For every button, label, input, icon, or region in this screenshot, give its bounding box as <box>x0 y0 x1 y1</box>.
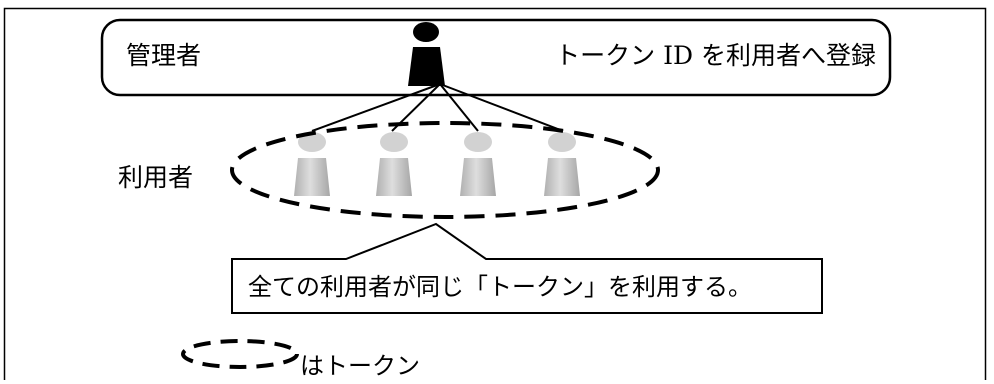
outer-frame <box>3 7 987 384</box>
token-ellipse <box>230 121 660 219</box>
user-icons <box>294 132 580 196</box>
legend-token-ellipse <box>181 339 299 369</box>
user-icon <box>376 132 412 196</box>
user-icon <box>294 132 330 196</box>
register-token-label: トークン ID を利用者へ登録 <box>555 41 876 70</box>
user-icon <box>460 132 496 196</box>
callout-text: 全ての利用者が同じ「トークン」を利用する。 <box>248 273 752 301</box>
admin-box <box>100 18 892 97</box>
connection-line <box>439 83 479 132</box>
legend-text: はトークン <box>300 352 420 380</box>
user-icon <box>544 132 580 196</box>
admin-label: 管理者 <box>126 41 202 70</box>
callout-box <box>231 222 823 314</box>
connection-line <box>439 83 564 132</box>
admin-icon <box>408 22 445 86</box>
users-label: 利用者 <box>118 163 194 192</box>
connection-line <box>311 83 441 132</box>
